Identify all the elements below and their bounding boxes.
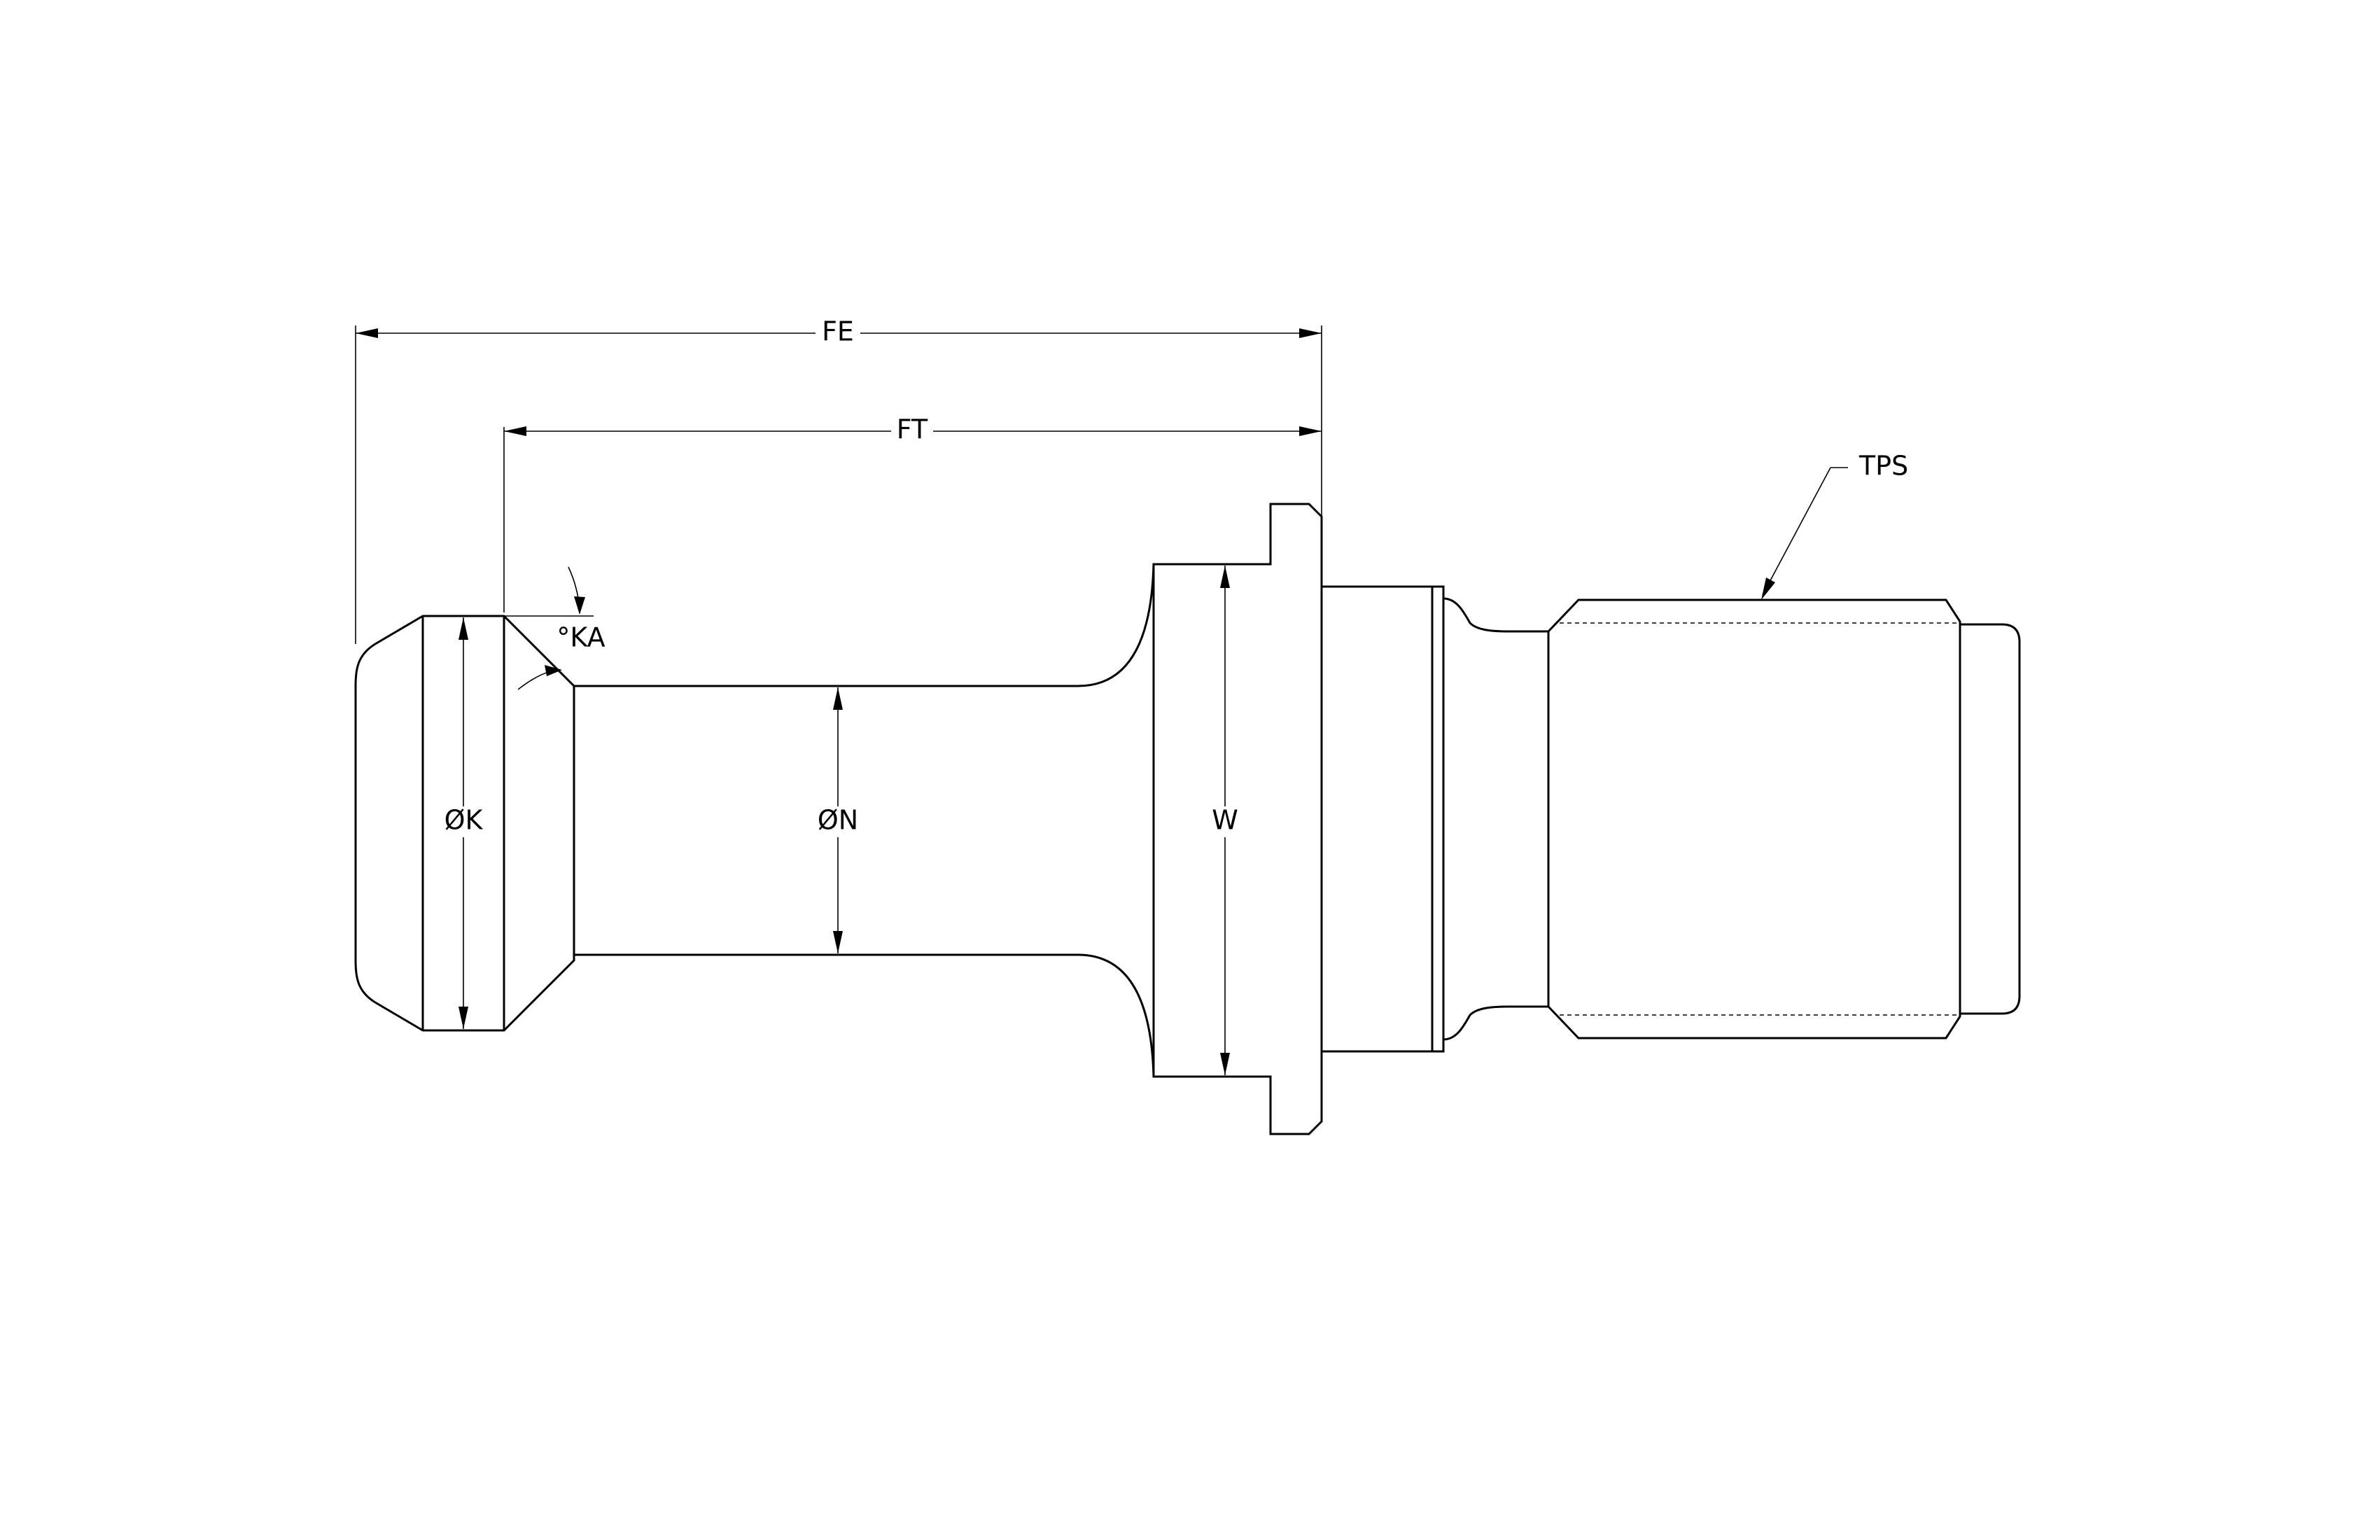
threaded-shank (1547, 598, 1961, 1040)
arrowhead (458, 617, 468, 640)
dimension-label-w: W (1212, 805, 1238, 836)
dimension-label-n: ØN (818, 805, 858, 836)
dimension-label-k: ØK (444, 805, 484, 836)
arrowhead (1761, 578, 1775, 600)
arrowhead (1220, 1053, 1230, 1075)
leader-tps: TPS (1761, 451, 1908, 600)
arrowhead (545, 665, 562, 676)
dimension-ft: FT (504, 414, 1322, 446)
undercut-groove (1443, 597, 1548, 633)
dimension-k: ØK (437, 617, 490, 1029)
arrowhead (504, 426, 526, 436)
end-pilot (1960, 623, 2021, 1015)
dimension-n: ØN (811, 687, 864, 953)
arrowhead (833, 931, 843, 953)
arrowhead (1220, 566, 1230, 588)
arrowhead (458, 1007, 468, 1029)
collar (1322, 585, 1445, 1053)
dimension-label-ka: °KA (556, 622, 605, 653)
arrowhead (1299, 426, 1322, 436)
arrowhead (833, 687, 843, 710)
dimension-label-ft: FT (897, 414, 928, 445)
arrowhead (356, 328, 378, 338)
part-outline (354, 503, 2021, 1135)
extension-lines (355, 326, 1322, 644)
callout-label-tps: TPS (1858, 451, 1908, 482)
dimension-w: W (1205, 566, 1245, 1075)
dimension-label-fe: FE (822, 316, 854, 347)
arrowhead (1299, 328, 1322, 338)
dimension-fe: FE (356, 316, 1322, 348)
dimension-ka-angle: °KA (504, 566, 606, 690)
undercut-groove-bottom (1443, 1005, 1548, 1041)
flange (1152, 503, 1323, 1135)
arrowhead (574, 596, 585, 615)
